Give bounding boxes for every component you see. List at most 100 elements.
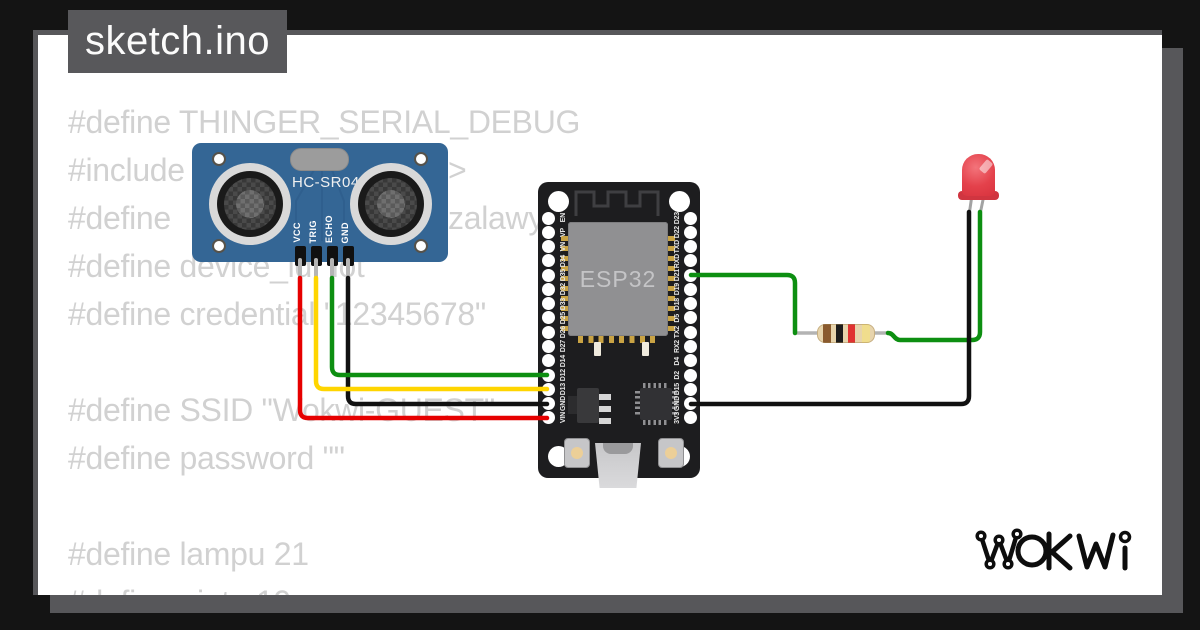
- esp32-pin[interactable]: [684, 297, 697, 311]
- mounting-hole: [669, 191, 690, 212]
- esp32-pin-label: EN: [559, 213, 567, 223]
- module-castellations: [561, 236, 568, 332]
- mounting-hole: [212, 152, 226, 166]
- code-line: #define THINGER_SERIAL_DEBUG: [68, 98, 580, 146]
- esp32-pin[interactable]: [542, 297, 555, 311]
- sensor-pin-label: TRIG: [308, 219, 318, 244]
- code-line: #define SSID "Wokwi-GUEST": [68, 386, 580, 434]
- mounting-hole: [212, 239, 226, 253]
- esp32-pin[interactable]: [542, 311, 555, 325]
- code-line: #include >: [68, 146, 580, 194]
- sensor-pin-echo[interactable]: [327, 246, 338, 266]
- esp32-pin[interactable]: [684, 382, 697, 396]
- code-line-tail-fragment: zalawy": [448, 200, 556, 236]
- esp32-pin[interactable]: [684, 368, 697, 382]
- code-line-text: #define lampu 21: [68, 536, 309, 572]
- esp32-right-pin-holes: [684, 211, 697, 425]
- sensor-pin-label: GND: [340, 221, 350, 244]
- sensor-pin-label: ECHO: [324, 214, 334, 243]
- esp32-pin[interactable]: [684, 325, 697, 339]
- esp32-pin-label: GND: [673, 396, 681, 412]
- sensor-pin-label: VCC: [292, 222, 302, 243]
- esp32-pin-label: GND: [559, 396, 567, 412]
- code-line-text: #define password "": [68, 440, 345, 476]
- esp32-pin-label: 3V3: [673, 411, 681, 424]
- esp32-pin[interactable]: [542, 225, 555, 239]
- red-led[interactable]: [962, 154, 995, 196]
- esp32-left-pin-holes: [542, 211, 555, 425]
- sensor-model-label: HC-SR04: [292, 174, 360, 191]
- resistor[interactable]: [817, 324, 875, 343]
- esp32-pin-label: TX2: [673, 326, 681, 339]
- code-line-text: #define THINGER_SERIAL_DEBUG: [68, 104, 581, 140]
- code-line: [68, 338, 580, 386]
- esp32-pin[interactable]: [684, 268, 697, 282]
- esp32-pin[interactable]: [684, 225, 697, 239]
- mounting-hole: [414, 152, 428, 166]
- code-line-text: #define credential "12345678": [68, 296, 486, 332]
- esp32-pin-label: VP: [559, 227, 567, 237]
- esp32-pin[interactable]: [542, 211, 555, 225]
- esp32-pin-label: D2: [673, 370, 681, 380]
- esp32-pin-label: D19: [673, 283, 681, 296]
- onboard-led: [594, 342, 601, 356]
- transducer-mesh: [224, 178, 276, 230]
- esp32-pin[interactable]: [684, 211, 697, 225]
- sketch-filename-badge: sketch.ino: [68, 10, 287, 73]
- chip-label: ESP32: [579, 265, 657, 292]
- esp32-boot-button[interactable]: [658, 438, 684, 468]
- esp32-pin[interactable]: [684, 311, 697, 325]
- esp32-pin[interactable]: [542, 240, 555, 254]
- esp32-pin[interactable]: [542, 368, 555, 382]
- ultrasonic-transducer-right: [350, 163, 432, 245]
- code-line-text: #define SSID "Wokwi-GUEST": [68, 392, 495, 428]
- module-castellations: [668, 236, 675, 332]
- code-line: #define zalawy": [68, 194, 580, 242]
- esp32-pin-label: D21: [673, 269, 681, 282]
- code-line: #define credential "12345678": [68, 290, 580, 338]
- sensor-pin-trig[interactable]: [311, 246, 322, 266]
- esp32-pin[interactable]: [542, 254, 555, 268]
- sensor-pcb-traces: [295, 169, 345, 243]
- esp32-pin[interactable]: [684, 411, 697, 425]
- esp32-pin[interactable]: [542, 354, 555, 368]
- esp32-pin[interactable]: [684, 354, 697, 368]
- esp32-pin[interactable]: [542, 397, 555, 411]
- esp32-pin[interactable]: [542, 382, 555, 396]
- esp32-en-button[interactable]: [564, 438, 590, 468]
- esp32-pin[interactable]: [684, 282, 697, 296]
- esp32-pin[interactable]: [542, 282, 555, 296]
- esp32-pin[interactable]: [542, 268, 555, 282]
- sensor-pin-gnd[interactable]: [343, 246, 354, 266]
- sensor-pin-vcc[interactable]: [295, 246, 306, 266]
- esp32-pin[interactable]: [684, 397, 697, 411]
- mounting-hole: [414, 239, 428, 253]
- esp32-pin-label: D27: [559, 340, 567, 353]
- code-line-text: #define pintu 19: [68, 584, 291, 595]
- esp32-pin[interactable]: [684, 240, 697, 254]
- hcsr04-sensor[interactable]: HC-SR04 VCC TRIG ECHO GND: [192, 143, 448, 266]
- esp32-pin-label: D32: [559, 283, 567, 296]
- code-line: [68, 482, 580, 530]
- esp32-pin-label: VIN: [559, 412, 567, 424]
- mounting-hole: [548, 446, 569, 467]
- code-line-text: #define: [68, 200, 171, 236]
- code-line: #define password "": [68, 434, 580, 482]
- sensor-crystal-oscillator: [290, 148, 349, 171]
- code-line-text: #include: [68, 152, 185, 188]
- esp32-pin[interactable]: [542, 325, 555, 339]
- transducer-mesh: [365, 178, 417, 230]
- esp32-pin-label: D18: [673, 297, 681, 310]
- esp32-pin[interactable]: [542, 340, 555, 354]
- wokwi-logo: [975, 528, 1132, 571]
- code-line-tail-fragment: >: [448, 152, 467, 188]
- esp32-pin[interactable]: [684, 254, 697, 268]
- code-line: #define lampu 21: [68, 530, 580, 578]
- sketch-filename: sketch.ino: [84, 19, 271, 63]
- esp32-pin-label: D12: [559, 368, 567, 382]
- esp32-pin[interactable]: [684, 340, 697, 354]
- esp32-pin[interactable]: [542, 411, 555, 425]
